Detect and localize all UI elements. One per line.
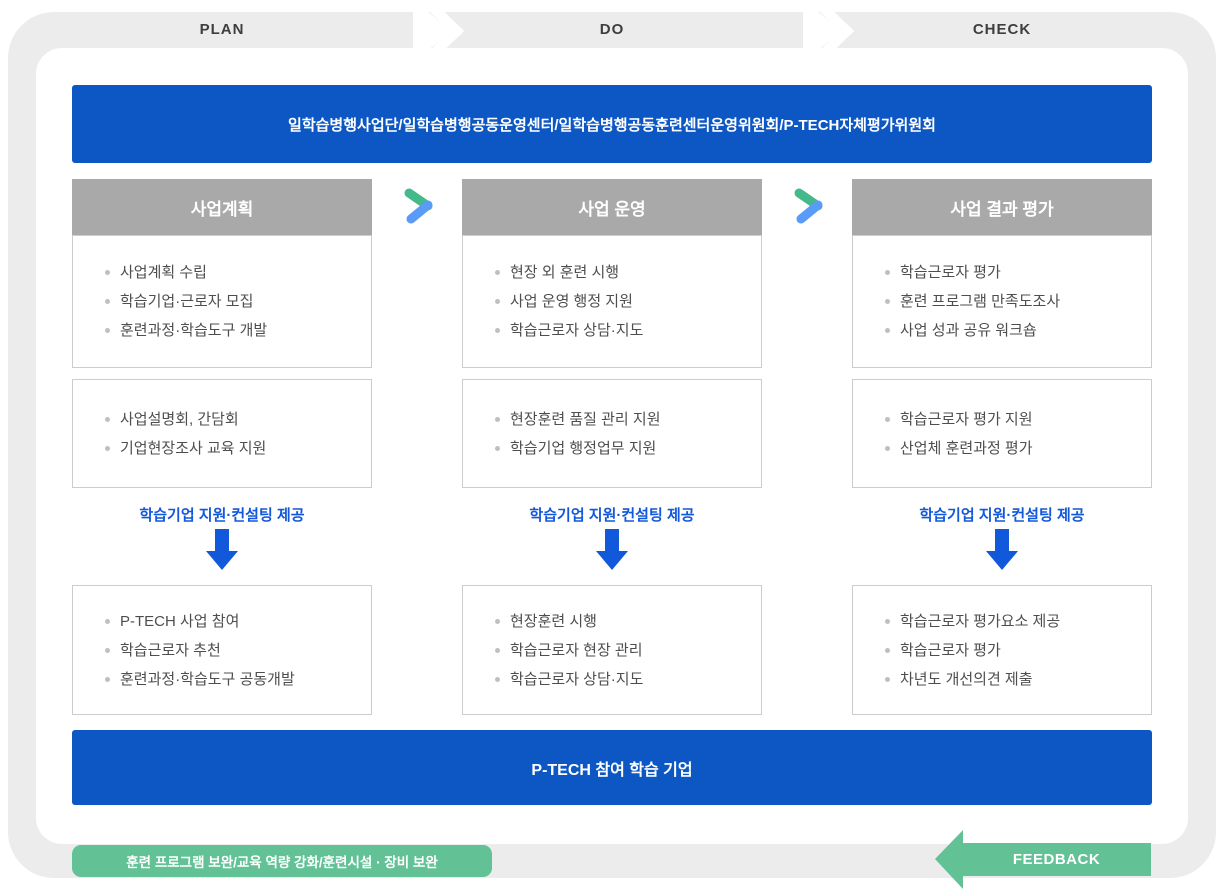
list-item: 학습근로자 현장 관리 [493,636,643,665]
list-item: 학습근로자 평가 [883,636,1060,665]
arrow-stem [605,529,619,551]
down-arrow-icon [72,529,372,571]
task-list: 현장훈련 시행 학습근로자 현장 관리 학습근로자 상담·지도 [463,607,643,694]
phase-label-plan: PLAN [199,21,245,38]
chevron-right-icon [404,188,433,224]
list-item: 사업계획 수립 [103,258,267,287]
task-list: 학습근로자 평가 훈련 프로그램 만족도조사 사업 성과 공유 워크숍 [853,258,1060,345]
plan-company-box: P-TECH 사업 참여 학습근로자 추천 훈련과정·학습도구 공동개발 [72,585,372,715]
list-item: 학습근로자 상담·지도 [493,316,643,345]
check-support-box: 학습근로자 평가 지원 산업체 훈련과정 평가 [852,379,1152,488]
column-check: 사업 결과 평가 학습근로자 평가 훈련 프로그램 만족도조사 사업 성과 공유… [852,179,1152,715]
arrow-head [206,551,238,570]
do-support-box: 현장훈련 품질 관리 지원 학습기업 행정업무 지원 [462,379,762,488]
list-item: 산업체 훈련과정 평가 [883,434,1033,463]
phase-label-do: DO [599,21,625,38]
list-item: 사업설명회, 간담회 [103,405,266,434]
list-item: 현장훈련 품질 관리 지원 [493,405,661,434]
support-consulting-label: 학습기업 지원·컨설팅 제공 [529,507,695,524]
list-item: 학습근로자 추천 [103,636,295,665]
left-arrow-head-icon [935,830,963,889]
list-item: 훈련 프로그램 만족도조사 [883,287,1060,316]
do-tasks-box: 현장 외 훈련 시행 사업 운영 행정 지원 학습근로자 상담·지도 [462,235,762,368]
task-list: 현장 외 훈련 시행 사업 운영 행정 지원 학습근로자 상담·지도 [463,258,643,345]
column-plan: 사업계획 사업계획 수립 학습기업·근로자 모집 훈련과정·학습도구 개발 사업… [72,179,372,715]
bottom-banner: P-TECH 참여 학습 기업 [72,730,1152,805]
list-item: 현장훈련 시행 [493,607,643,636]
plan-tasks-box: 사업계획 수립 학습기업·근로자 모집 훈련과정·학습도구 개발 [72,235,372,368]
down-arrow-icon [462,529,762,571]
column-header: 사업 결과 평가 [852,179,1152,235]
column-do: 사업 운영 현장 외 훈련 시행 사업 운영 행정 지원 학습근로자 상담·지도… [462,179,762,715]
check-tasks-box: 학습근로자 평가 훈련 프로그램 만족도조사 사업 성과 공유 워크숍 [852,235,1152,368]
feedback-left-arrow: FEEDBACK [935,830,1151,889]
list-item: 훈련과정·학습도구 개발 [103,316,267,345]
band-right-arrow-icon [803,0,855,62]
list-item: 학습기업·근로자 모집 [103,287,267,316]
list-item: 학습근로자 상담·지도 [493,665,643,694]
list-item: 차년도 개선의견 제출 [883,665,1060,694]
list-item: P-TECH 사업 참여 [103,607,295,636]
list-item: 현장 외 훈련 시행 [493,258,643,287]
list-item: 학습근로자 평가 지원 [883,405,1033,434]
list-item: 학습근로자 평가 [883,258,1060,287]
support-consulting-label: 학습기업 지원·컨설팅 제공 [919,507,1085,524]
task-list: 사업설명회, 간담회 기업현장조사 교육 지원 [73,405,266,463]
list-item: 사업 성과 공유 워크숍 [883,316,1060,345]
task-list: 학습근로자 평가요소 제공 학습근로자 평가 차년도 개선의견 제출 [853,607,1060,694]
list-item: 기업현장조사 교육 지원 [103,434,266,463]
feedback-badge: 훈련 프로그램 보완/교육 역량 강화/훈련시설 · 장비 보완 [72,845,492,877]
top-banner: 일학습병행사업단/일학습병행공동운영센터/일학습병행공동훈련센터운영위원회/P-… [72,85,1152,163]
list-item: 학습근로자 평가요소 제공 [883,607,1060,636]
column-header: 사업계획 [72,179,372,235]
list-item: 학습기업 행정업무 지원 [493,434,661,463]
list-item: 훈련과정·학습도구 공동개발 [103,665,295,694]
feedback-label: FEEDBACK [962,843,1151,876]
chevron-right-icon [794,188,823,224]
task-list: P-TECH 사업 참여 학습근로자 추천 훈련과정·학습도구 공동개발 [73,607,295,694]
do-company-box: 현장훈련 시행 학습근로자 현장 관리 학습근로자 상담·지도 [462,585,762,715]
arrow-head [596,551,628,570]
arrow-stem [215,529,229,551]
phase-label-check: CHECK [972,21,1032,38]
arrow-stem [995,529,1009,551]
task-list: 학습근로자 평가 지원 산업체 훈련과정 평가 [853,405,1033,463]
task-list: 현장훈련 품질 관리 지원 학습기업 행정업무 지원 [463,405,661,463]
task-list: 사업계획 수립 학습기업·근로자 모집 훈련과정·학습도구 개발 [73,258,267,345]
column-header: 사업 운영 [462,179,762,235]
support-consulting-label: 학습기업 지원·컨설팅 제공 [139,507,305,524]
plan-support-box: 사업설명회, 간담회 기업현장조사 교육 지원 [72,379,372,488]
band-right-arrow-icon [413,0,465,62]
down-arrow-icon [852,529,1152,571]
check-company-box: 학습근로자 평가요소 제공 학습근로자 평가 차년도 개선의견 제출 [852,585,1152,715]
arrow-head [986,551,1018,570]
list-item: 사업 운영 행정 지원 [493,287,643,316]
